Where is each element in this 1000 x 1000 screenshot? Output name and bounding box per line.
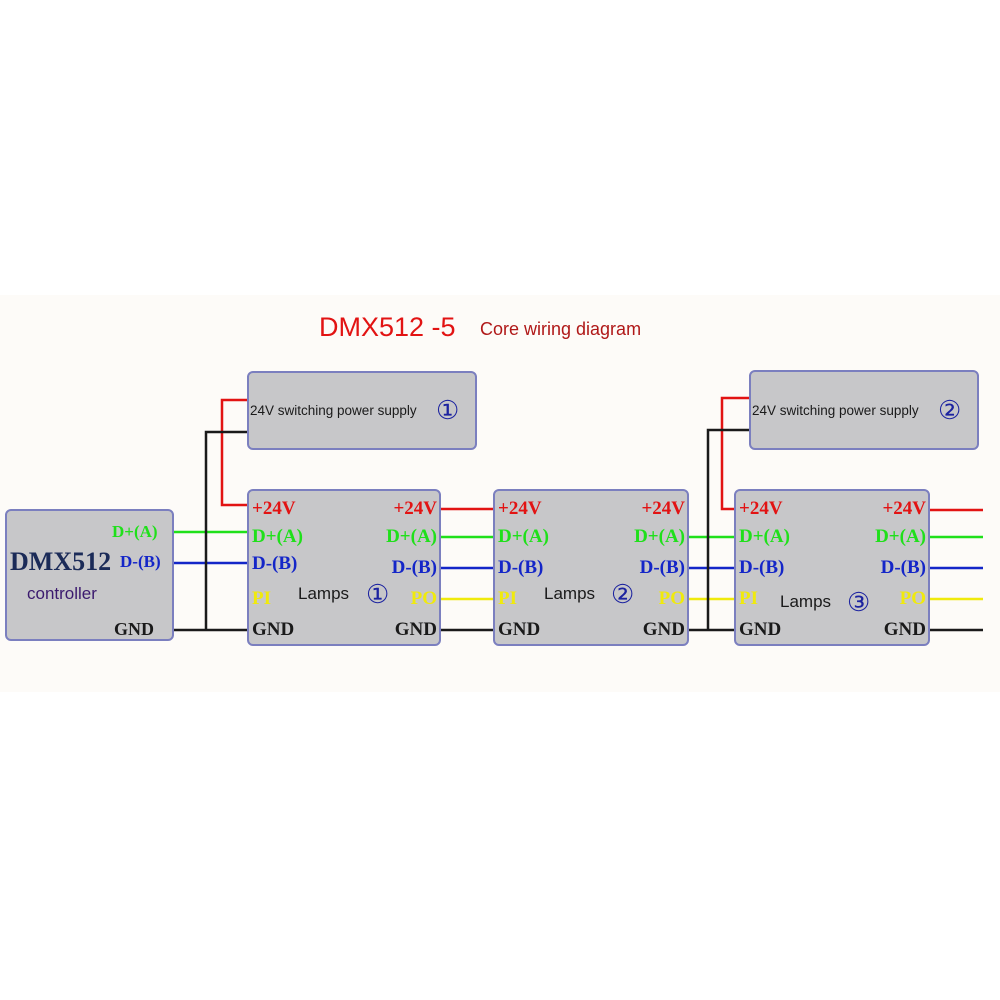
controller-box (5, 509, 174, 641)
lamp-3-label: Lamps (780, 592, 832, 611)
lamp-2-pin-in-gnd: GND (498, 619, 541, 640)
lamp-2-pin-in-24v: +24V (498, 498, 542, 519)
lamp-2-pin-in-pi: PI (498, 588, 517, 609)
lamp-1-pin-in-dplus: D+(A) (252, 526, 303, 547)
power-supply-1-box (247, 371, 477, 450)
lamp-3-pin-out-dplus: D+(A) (875, 526, 926, 547)
power-supply-2-number: ② (938, 395, 962, 425)
wire-psu2-ground (706, 428, 750, 630)
lamp-1-pin-out-24v: +24V (393, 498, 437, 519)
lamp-2-pin-out-po: PO (658, 588, 685, 609)
lamp-3-pin-out-gnd: GND (883, 619, 926, 640)
lamp-1-number: ① (366, 579, 390, 609)
lamp-1-pin-in-gnd: GND (252, 619, 295, 640)
lamp-3-pin-out-24v: +24V (882, 498, 926, 519)
wire-psu2-positive (720, 396, 750, 511)
controller-dplus-label: D+(A) (112, 522, 158, 541)
wire-psu1-ground (204, 430, 248, 630)
lamp-1-pin-in-dminus: D-(B) (252, 553, 298, 574)
lamp-2-label: Lamps (544, 584, 596, 603)
controller-name: DMX512 (10, 547, 112, 576)
lamp-1-pin-out-po: PO (410, 588, 437, 609)
lamp-2-pin-out-dplus: D+(A) (634, 526, 685, 547)
lamp-3-pin-out-dminus: D-(B) (880, 557, 926, 578)
lamp-2-pin-out-gnd: GND (642, 619, 685, 640)
controller-dminus-label: D-(B) (120, 552, 161, 571)
wire-psu1-positive (220, 398, 248, 507)
lamp-3-pin-in-dplus: D+(A) (739, 526, 790, 547)
lamp-3-pin-in-dminus: D-(B) (739, 557, 785, 578)
lamp-1-pin-out-dminus: D-(B) (391, 557, 437, 578)
power-supply-2-label: 24V switching power supply (752, 403, 919, 418)
power-supply-2-box (749, 370, 979, 450)
lamp-1-box (247, 489, 441, 646)
lamp-1-pin-in-pi: PI (252, 588, 271, 609)
lamp-2-pin-out-24v: +24V (641, 498, 685, 519)
lamp-3-number: ③ (847, 587, 871, 617)
lamp-1-pin-in-24v: +24V (252, 498, 296, 519)
lamp-2-pin-out-dminus: D-(B) (639, 557, 685, 578)
lamp-2-box (493, 489, 689, 646)
controller-label: controller (27, 584, 97, 603)
lamp-2-number: ② (611, 579, 635, 609)
controller-gnd-label: GND (114, 619, 154, 639)
lamp-1-label: Lamps (298, 584, 350, 603)
lamp-1-pin-out-gnd: GND (394, 619, 437, 640)
diagram-subtitle: Core wiring diagram (480, 319, 642, 339)
lamp-3-pin-in-gnd: GND (739, 619, 782, 640)
lamp-2-pin-in-dminus: D-(B) (498, 557, 544, 578)
lamp-3-pin-out-po: PO (899, 588, 926, 609)
power-supply-1-number: ① (436, 395, 460, 425)
lamp-2-pin-in-dplus: D+(A) (498, 526, 549, 547)
power-supply-1-label: 24V switching power supply (250, 403, 417, 418)
diagram-title: DMX512 -5 (319, 312, 456, 342)
lamp-3-pin-in-24v: +24V (739, 498, 783, 519)
lamp-1-pin-out-dplus: D+(A) (386, 526, 437, 547)
lamp-3-box (734, 489, 930, 646)
lamp-3-pin-in-pi: PI (739, 588, 758, 609)
